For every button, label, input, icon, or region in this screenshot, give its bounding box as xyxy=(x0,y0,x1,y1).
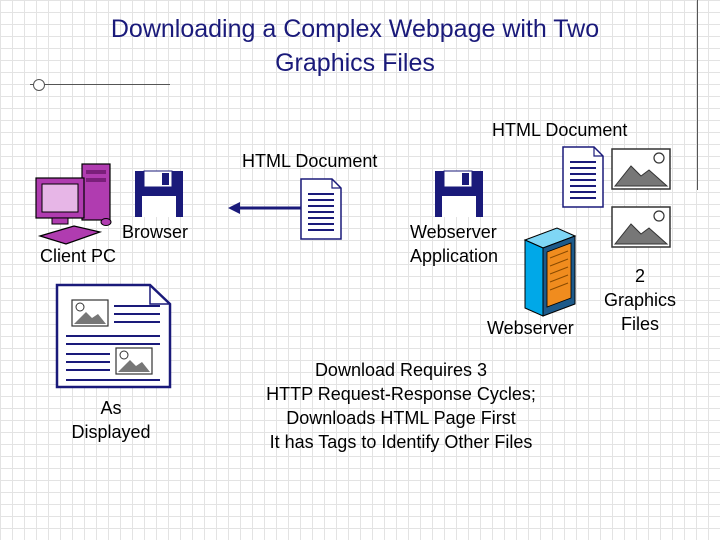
download-note: Download Requires 3 HTTP Request-Respons… xyxy=(236,358,566,454)
browser-label: Browser xyxy=(122,222,189,242)
document-icon xyxy=(300,178,342,240)
download-note-line-2: HTTP Request-Response Cycles; xyxy=(266,384,536,404)
graphics-label-line-3: Files xyxy=(620,314,659,334)
floppy-disk-icon xyxy=(435,170,483,217)
client-pc-label: Client PC xyxy=(40,246,117,266)
document-icon xyxy=(562,146,604,208)
image-file-icon xyxy=(611,206,671,248)
as-displayed-line-2: Displayed xyxy=(71,422,151,442)
slide-title: Downloading a Complex Webpage with Two G… xyxy=(40,12,670,80)
download-note-line-4: It has Tags to Identify Other Files xyxy=(269,432,533,452)
webserver-application-line-2: Application xyxy=(410,246,499,266)
server-tower-icon xyxy=(523,227,577,317)
image-file-icon xyxy=(611,148,671,190)
download-note-line-3: Downloads HTML Page First xyxy=(286,408,516,428)
decorative-line xyxy=(30,84,170,85)
webserver-application-label: Webserver Application xyxy=(410,220,498,268)
slide-title-line-1: Downloading a Complex Webpage with Two xyxy=(110,15,600,43)
floppy-disk-icon xyxy=(135,170,183,217)
webserver-application-line-1: Webserver xyxy=(410,222,497,242)
client-pc-icon xyxy=(35,163,112,245)
html-document-label-mid: HTML Document xyxy=(242,151,378,171)
download-note-line-1: Download Requires 3 xyxy=(314,360,488,380)
decorative-right-line xyxy=(697,0,698,190)
decorative-circle-icon xyxy=(33,79,45,91)
slide-title-line-2: Graphics Files xyxy=(275,49,435,77)
as-displayed-label: As Displayed xyxy=(56,396,166,444)
graphics-files-label: 2 Graphics Files xyxy=(596,264,684,336)
graphics-count: 2 xyxy=(634,266,645,286)
as-displayed-line-1: As xyxy=(100,398,122,418)
html-document-label-top: HTML Document xyxy=(492,120,628,140)
transfer-arrow-icon xyxy=(228,202,304,214)
graphics-label-line-2: Graphics xyxy=(603,290,677,310)
webserver-label: Webserver xyxy=(487,318,574,338)
displayed-page-icon xyxy=(55,283,172,389)
